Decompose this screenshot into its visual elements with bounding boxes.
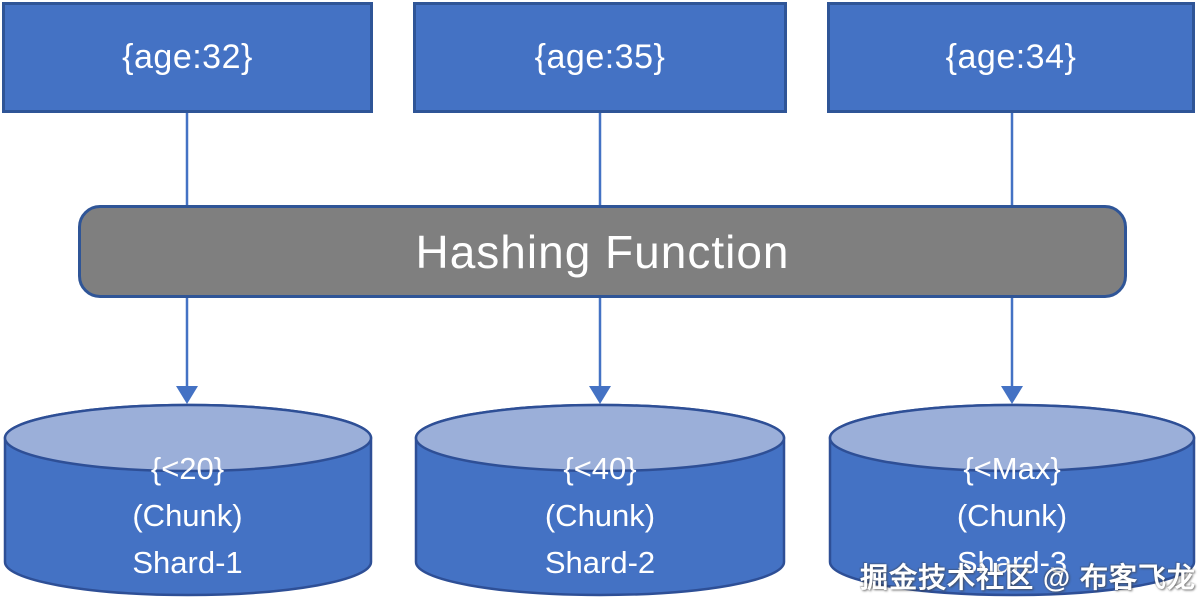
shard1-range: {<20} bbox=[150, 451, 225, 486]
shard2-cylinder-icon bbox=[414, 403, 786, 597]
shard2-range: {<40} bbox=[563, 451, 637, 486]
shard1-name: Shard-1 bbox=[132, 545, 243, 580]
shard3-cylinder-icon bbox=[828, 403, 1196, 597]
document-box-age35: {age:35} bbox=[413, 2, 787, 113]
shard2-label-block: {<40} (Chunk) Shard-2 bbox=[413, 445, 787, 586]
watermark-text: 掘金技术社区 @ 布客飞龙 bbox=[860, 562, 1196, 593]
shard3-chunk: (Chunk) bbox=[956, 498, 1068, 533]
arrowhead-shard3 bbox=[1001, 386, 1023, 404]
shard1-label-block: {<20} (Chunk) Shard-1 bbox=[2, 445, 373, 586]
arrowhead-shard1 bbox=[176, 386, 198, 404]
shard2-name: Shard-2 bbox=[544, 545, 656, 580]
hashing-function-box: Hashing Function bbox=[78, 205, 1127, 298]
shard2-chunk: (Chunk) bbox=[544, 498, 656, 533]
document-box-age34: {age:34} bbox=[827, 2, 1195, 113]
shard3-label-block: {<Max} (Chunk) Shard-3 bbox=[827, 445, 1197, 586]
document-label-age35: {age:35} bbox=[534, 38, 666, 76]
document-box-age32: {age:32} bbox=[2, 2, 373, 113]
shard1-cylinder-icon bbox=[3, 403, 373, 597]
document-label-age34: {age:34} bbox=[945, 38, 1077, 76]
shard3-range: {<Max} bbox=[963, 451, 1061, 486]
arrowhead-shard2 bbox=[589, 386, 611, 404]
document-label-age32: {age:32} bbox=[122, 38, 253, 76]
shard1-chunk: (Chunk) bbox=[132, 498, 243, 533]
hashing-function-label: Hashing Function bbox=[415, 225, 790, 278]
shard3-name: Shard-3 bbox=[956, 545, 1068, 580]
